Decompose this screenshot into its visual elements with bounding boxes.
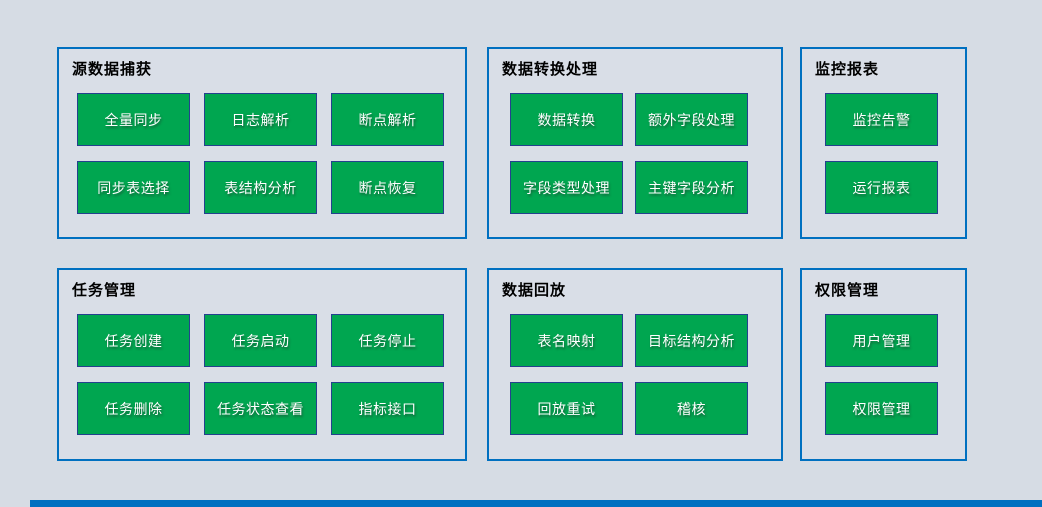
button-sync-table-select[interactable]: 同步表选择 (77, 161, 190, 214)
button-task-delete[interactable]: 任务删除 (77, 382, 190, 435)
panel-permission-management: 权限管理 用户管理 权限管理 (800, 268, 967, 461)
button-grid: 任务创建 任务启动 任务停止 任务删除 任务状态查看 指标接口 (77, 314, 444, 435)
button-breakpoint-parse[interactable]: 断点解析 (331, 93, 444, 146)
button-task-stop[interactable]: 任务停止 (331, 314, 444, 367)
button-audit[interactable]: 稽核 (635, 382, 748, 435)
panel-task-management: 任务管理 任务创建 任务启动 任务停止 任务删除 任务状态查看 指标接口 (57, 268, 467, 461)
button-target-structure-analysis[interactable]: 目标结构分析 (635, 314, 748, 367)
panel-title: 任务管理 (72, 282, 137, 299)
button-grid: 用户管理 权限管理 (825, 314, 938, 435)
button-grid: 表名映射 目标结构分析 回放重试 稽核 (510, 314, 748, 435)
panel-title: 数据转换处理 (502, 61, 599, 78)
button-task-start[interactable]: 任务启动 (204, 314, 317, 367)
panel-title: 监控报表 (815, 61, 880, 78)
button-task-create[interactable]: 任务创建 (77, 314, 190, 367)
button-extra-field-processing[interactable]: 额外字段处理 (635, 93, 748, 146)
panel-data-transform-processing: 数据转换处理 数据转换 额外字段处理 字段类型处理 主键字段分析 (487, 47, 783, 239)
button-grid: 全量同步 日志解析 断点解析 同步表选择 表结构分析 断点恢复 (77, 93, 444, 214)
button-table-name-mapping[interactable]: 表名映射 (510, 314, 623, 367)
panel-data-replay: 数据回放 表名映射 目标结构分析 回放重试 稽核 (487, 268, 783, 461)
button-grid: 数据转换 额外字段处理 字段类型处理 主键字段分析 (510, 93, 748, 214)
panel-title: 数据回放 (502, 282, 567, 299)
panel-title: 权限管理 (815, 282, 880, 299)
button-full-sync[interactable]: 全量同步 (77, 93, 190, 146)
button-grid: 监控告警 运行报表 (825, 93, 938, 214)
panel-source-data-capture: 源数据捕获 全量同步 日志解析 断点解析 同步表选择 表结构分析 断点恢复 (57, 47, 467, 239)
button-data-transform[interactable]: 数据转换 (510, 93, 623, 146)
button-monitor-alert[interactable]: 监控告警 (825, 93, 938, 146)
button-primary-key-analysis[interactable]: 主键字段分析 (635, 161, 748, 214)
button-replay-retry[interactable]: 回放重试 (510, 382, 623, 435)
button-table-structure-analysis[interactable]: 表结构分析 (204, 161, 317, 214)
button-breakpoint-recovery[interactable]: 断点恢复 (331, 161, 444, 214)
button-log-parse[interactable]: 日志解析 (204, 93, 317, 146)
button-metrics-api[interactable]: 指标接口 (331, 382, 444, 435)
panel-title: 源数据捕获 (72, 61, 153, 78)
bottom-accent-bar (30, 500, 1042, 507)
button-field-type-processing[interactable]: 字段类型处理 (510, 161, 623, 214)
panel-monitoring-report: 监控报表 监控告警 运行报表 (800, 47, 967, 239)
button-task-status-view[interactable]: 任务状态查看 (204, 382, 317, 435)
button-user-management[interactable]: 用户管理 (825, 314, 938, 367)
button-run-report[interactable]: 运行报表 (825, 161, 938, 214)
button-permission-management[interactable]: 权限管理 (825, 382, 938, 435)
